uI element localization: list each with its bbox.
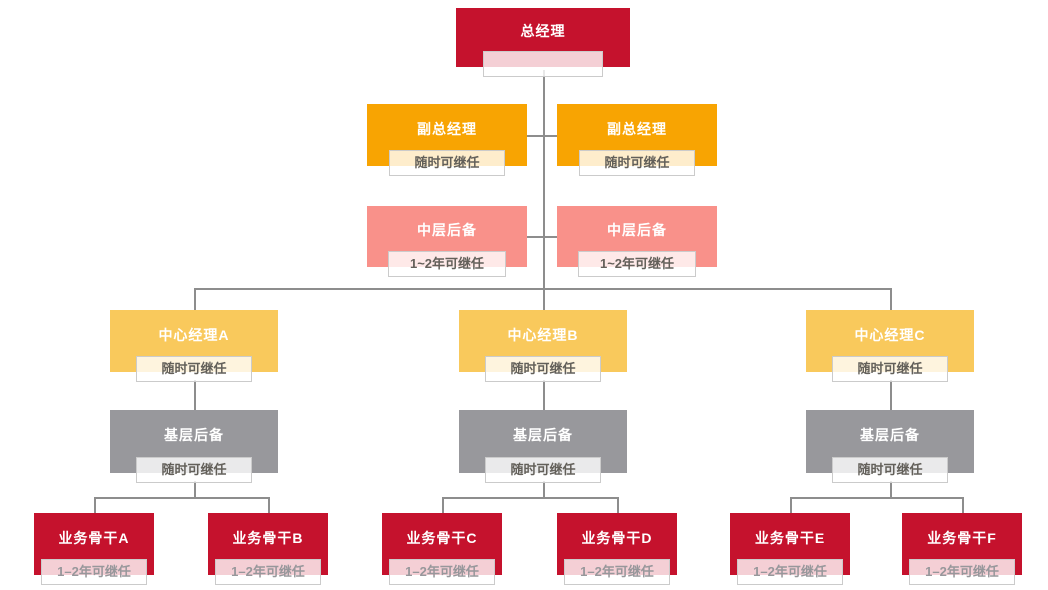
node-sub-label: 随时可继任 (579, 150, 695, 176)
connector-line-vertical (543, 70, 545, 310)
org-node-center-manager-a: 中心经理A 随时可继任 (110, 310, 278, 382)
org-node-mid-reserve-2: 中层后备 1~2年可继任 (557, 206, 717, 277)
node-title: 基层后备 (164, 427, 224, 443)
node-title: 中心经理B (507, 326, 579, 343)
org-node-base-reserve-b: 基层后备随时可继任 (459, 410, 627, 483)
connector-line-horizontal (790, 497, 962, 499)
node-sub-label: 1–2年可继任 (909, 559, 1015, 585)
org-node-backbone-e: 业务骨干E 1–2年可继任 (730, 513, 850, 585)
node-title: 业务骨干F (927, 529, 997, 546)
org-node-center-manager-b: 中心经理B 随时可继任 (459, 310, 627, 382)
node-sub-label: 1–2年可继任 (215, 559, 321, 585)
node-title: 总经理 (520, 23, 566, 39)
node-title: 业务骨干E (754, 529, 826, 546)
connector-line-vertical (94, 497, 96, 513)
connector-line-horizontal (94, 497, 268, 499)
connector-line-horizontal (527, 135, 557, 137)
connector-line-vertical (442, 497, 444, 513)
connector-line-horizontal (442, 497, 617, 499)
connector-line-vertical (194, 288, 196, 310)
connector-line-horizontal (194, 288, 890, 290)
node-sub-label (483, 51, 603, 77)
node-title: 业务骨干A (58, 529, 130, 546)
node-sub-label: 1~2年可继任 (388, 251, 506, 277)
node-title: 业务骨干B (232, 529, 304, 546)
connector-line-vertical (890, 481, 892, 498)
node-sub-label: 1~2年可继任 (578, 251, 696, 277)
node-sub-label: 1–2年可继任 (564, 559, 670, 585)
org-node-backbone-d: 业务骨干D 1–2年可继任 (557, 513, 677, 585)
connector-line-vertical (543, 380, 545, 410)
connector-line-vertical (790, 497, 792, 513)
connector-line-vertical (617, 497, 619, 513)
node-sub-label: 随时可继任 (832, 457, 948, 483)
org-node-deputy-gm-1: 副总经理随时可继任 (367, 104, 527, 176)
connector-line-vertical (543, 481, 545, 498)
org-node-backbone-f: 业务骨干F 1–2年可继任 (902, 513, 1022, 585)
org-node-backbone-a: 业务骨干A 1–2年可继任 (34, 513, 154, 585)
org-node-mid-reserve-1: 中层后备 1~2年可继任 (367, 206, 527, 277)
node-title: 中心经理C (854, 326, 926, 343)
org-node-base-reserve-c: 基层后备随时可继任 (806, 410, 974, 483)
node-title: 副总经理 (607, 120, 667, 137)
node-sub-label: 随时可继任 (485, 457, 601, 483)
node-sub-label: 随时可继任 (136, 356, 252, 382)
node-sub-label: 随时可继任 (832, 356, 948, 382)
connector-line-vertical (962, 497, 964, 513)
org-node-deputy-gm-2: 副总经理随时可继任 (557, 104, 717, 176)
node-title: 中心经理A (158, 326, 230, 343)
node-title: 业务骨干D (581, 529, 653, 546)
node-title: 中层后备 (417, 222, 477, 238)
node-sub-label: 随时可继任 (485, 356, 601, 382)
connector-line-vertical (268, 497, 270, 513)
node-sub-label: 随时可继任 (136, 457, 252, 483)
org-node-general-manager: 总经理 (456, 8, 630, 77)
org-node-base-reserve-a: 基层后备随时可继任 (110, 410, 278, 483)
org-node-backbone-b: 业务骨干B 1–2年可继任 (208, 513, 328, 585)
node-title: 基层后备 (860, 427, 920, 443)
org-node-center-manager-c: 中心经理C 随时可继任 (806, 310, 974, 382)
connector-line-horizontal (527, 236, 557, 238)
node-title: 基层后备 (513, 427, 573, 443)
node-title: 中层后备 (607, 222, 667, 238)
node-title: 业务骨干C (406, 529, 478, 546)
connector-line-vertical (890, 380, 892, 410)
node-title: 副总经理 (417, 120, 477, 137)
node-sub-label: 1–2年可继任 (737, 559, 843, 585)
connector-line-vertical (194, 380, 196, 410)
connector-line-vertical (890, 288, 892, 310)
connector-line-vertical (194, 481, 196, 498)
node-sub-label: 1–2年可继任 (41, 559, 147, 585)
node-sub-label: 随时可继任 (389, 150, 505, 176)
node-sub-label: 1–2年可继任 (389, 559, 495, 585)
org-node-backbone-c: 业务骨干C 1–2年可继任 (382, 513, 502, 585)
